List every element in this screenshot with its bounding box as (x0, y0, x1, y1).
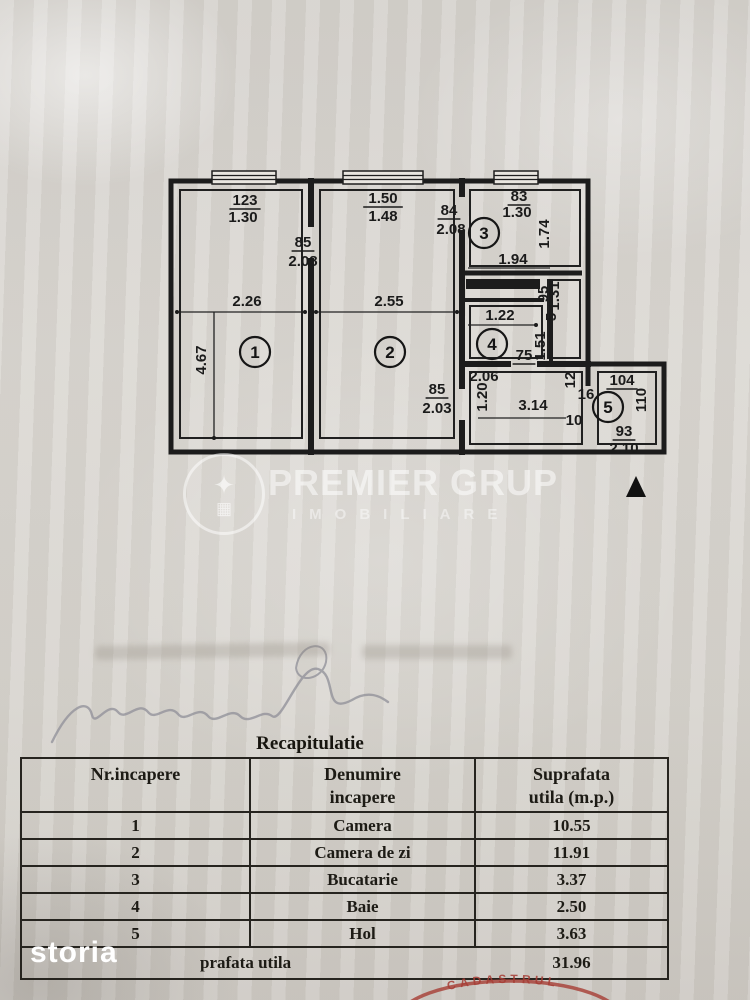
wall-band (466, 279, 540, 289)
plan-dimension-label: 1.30 (228, 209, 257, 226)
plan-dimension-label: 84 (441, 202, 458, 219)
dimension-lines (177, 267, 566, 438)
cell-area: 3.63 (476, 921, 667, 948)
cell-area: 11.91 (476, 840, 667, 867)
star-icon: ✦ (213, 469, 235, 500)
plan-dimension-label: 10 (566, 412, 583, 429)
north-arrow-icon (626, 476, 646, 497)
table-row: 2 Camera de zi 11.91 (22, 840, 667, 867)
room-number-circle (591, 390, 625, 424)
faint-text-smudge (362, 645, 512, 659)
room-number: 2 (385, 343, 394, 362)
plan-dimension-label: 2.26 (232, 293, 261, 310)
plan-dimension-label: 1.20 (474, 382, 491, 411)
cell-name: Baie (251, 894, 476, 921)
plan-dimension-label: 2.03 (422, 400, 451, 417)
premier-grup-watermark-sub: IMOBILIARE (292, 506, 511, 523)
plan-dimension-label: 1.94 (498, 251, 528, 268)
room4-inner-outline (469, 305, 543, 359)
table-row: 5 Hol 3.63 (22, 921, 667, 948)
cell-area: 10.55 (476, 813, 667, 840)
table-row: 4 Baie 2.50 (22, 894, 667, 921)
plan-dimension-label: 2.10 (609, 440, 638, 457)
hall-inner-outline (469, 371, 583, 445)
room-number-circle (373, 335, 407, 369)
plan-dimension-label: 5 (543, 313, 560, 321)
plan-dimension-label: 12 (562, 372, 579, 389)
plan-dimension-label: 2.08 (288, 253, 317, 270)
table-row: 1 Camera 10.55 (22, 813, 667, 840)
room1-inner-outline (179, 189, 303, 439)
plan-dimension-label: 1.50 (368, 190, 397, 207)
stamp-text: CADASTRUL (446, 972, 556, 993)
svg-text:CADASTRUL: CADASTRUL (446, 972, 560, 993)
room5-inner-outline (597, 371, 657, 445)
cell-name: Camera (251, 813, 476, 840)
total-label: prafata utila (200, 953, 292, 973)
plan-dimension-label: 1.48 (368, 208, 397, 225)
plan-outer-walls (168, 178, 667, 455)
plan-dimension-label: 85 (295, 234, 312, 251)
plan-dimension-label: 1.51 (532, 331, 549, 360)
table-title: Recapitulatie (256, 733, 364, 754)
plan-dimension-label: 1.30 (502, 204, 531, 221)
cell-nr: 4 (22, 894, 251, 921)
room-number-circle (475, 327, 509, 361)
cell-name: Bucatarie (251, 867, 476, 894)
premier-grup-watermark: PREMIER GRUP (268, 462, 559, 503)
plan-dimension-label: 75 (516, 347, 533, 364)
red-stamp: CADASTRUL (410, 972, 610, 1000)
cell-nr: 3 (22, 867, 251, 894)
header-nr-incapere: Nr.incapere (22, 759, 251, 813)
closet-inner-outline (547, 279, 581, 359)
cell-area: 2.50 (476, 894, 667, 921)
plan-dimension-label: 110 (633, 388, 650, 412)
signature (50, 645, 390, 744)
room-number-circle (238, 335, 272, 369)
cell-name: Camera de zi (251, 840, 476, 867)
room-number: 5 (603, 398, 612, 417)
cell-nr: 5 (22, 921, 251, 948)
house-grid-icon: ▦ (215, 498, 233, 518)
storia-watermark: storia (30, 936, 118, 969)
premier-grup-logo-icon: ✦ ▦ (183, 453, 265, 535)
table-total-row: prafata utila 31.96 (22, 948, 667, 978)
plan-dimension-label: 123 (232, 192, 257, 209)
plan-dimension-label: 4.67 (193, 345, 210, 374)
room-number: 3 (479, 224, 488, 243)
cell-name: Hol (251, 921, 476, 948)
plan-dimension-label: 85 (429, 381, 446, 398)
room-number-circle (467, 216, 501, 250)
room2-inner-outline (319, 189, 455, 439)
plan-dimension-label: 104 (609, 372, 635, 389)
plan-dimension-label: 83 (511, 188, 528, 205)
plan-dimension-label: 1.74 (536, 219, 553, 249)
plan-dimension-label: 1.31 (546, 281, 563, 310)
plan-dimension-label: 16 (578, 386, 595, 403)
room-number: 1 (250, 343, 259, 362)
plan-dimension-label: 1.22 (485, 307, 514, 324)
dimension-ticks (175, 310, 538, 440)
cell-nr: 1 (22, 813, 251, 840)
cell-area: 3.37 (476, 867, 667, 894)
plan-dimension-label: 2.55 (374, 293, 403, 310)
plan-dimension-label: 93 (616, 423, 633, 440)
plan-dimension-label: 2.08 (436, 221, 465, 238)
window-icon (211, 170, 539, 185)
total-value: 31.96 (552, 953, 591, 973)
table-row: 3 Bucatarie 3.37 (22, 867, 667, 894)
plan-dimension-label: 2.06 (469, 368, 498, 385)
plan-dimension-label: 3.14 (518, 397, 548, 414)
plan-dimension-label: 95 (535, 286, 552, 303)
cell-nr: 2 (22, 840, 251, 867)
room-number: 4 (487, 335, 497, 354)
